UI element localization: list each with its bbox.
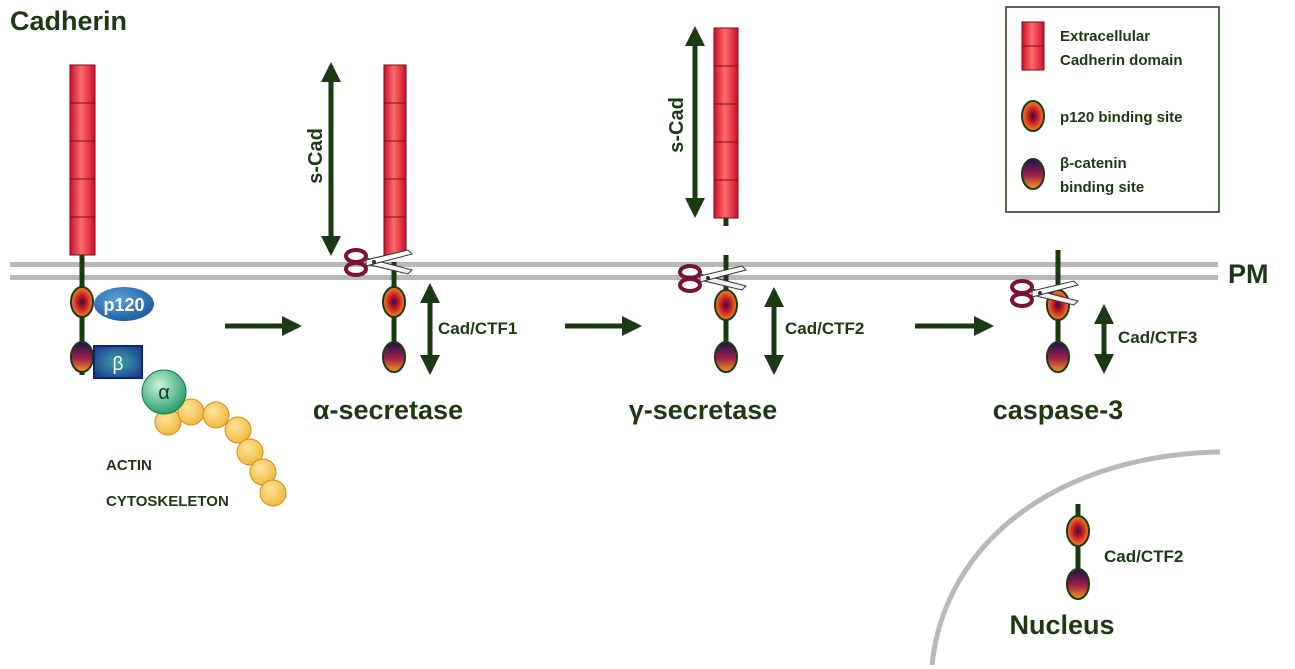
s-cad-label-1: s-Cad — [305, 128, 327, 184]
nucleus-label: Nucleus — [1009, 610, 1114, 640]
p120-binding-site — [70, 286, 94, 318]
p120-binding-site — [714, 289, 738, 321]
legend-domain-line2: Cadherin domain — [1060, 52, 1183, 69]
legend: Extracellular Cadherin domain p120 bindi… — [1005, 6, 1220, 213]
diagram-title: Cadherin — [10, 6, 127, 36]
legend-beta-line2: binding site — [1060, 179, 1144, 196]
legend-p120-swatch — [1021, 100, 1045, 132]
membrane-label: PM — [1228, 259, 1269, 289]
p120-protein: p120 — [94, 287, 154, 321]
beta-catenin-binding-site — [382, 341, 406, 373]
beta-catenin-binding-site — [714, 341, 738, 373]
legend-domain-swatch — [1021, 21, 1045, 71]
legend-p120-label: p120 binding site — [1060, 109, 1183, 126]
beta-catenin-binding-site — [1046, 341, 1070, 373]
actin-filament — [154, 398, 287, 507]
enzyme-caspase-3: caspase-3 — [993, 395, 1124, 425]
beta-catenin-binding-site — [70, 341, 94, 373]
p120-label: p120 — [103, 295, 144, 315]
beta-label: β — [113, 354, 124, 375]
actin-label-line2: CYTOSKELETON — [106, 493, 229, 510]
legend-domain-line1: Extracellular — [1060, 28, 1150, 45]
legend-beta-swatch — [1021, 158, 1045, 190]
nuclear-ctf2-fragment — [1066, 504, 1090, 600]
beta-catenin-binding-site — [1066, 568, 1090, 600]
nuclear-ctf2-label: Cad/CTF2 — [1104, 547, 1183, 566]
step-alpha-secretase — [321, 62, 440, 375]
ctf2-label: Cad/CTF2 — [785, 319, 864, 338]
extracellular-domain — [69, 64, 96, 256]
p120-binding-site — [382, 286, 406, 318]
legend-beta-line1: β-catenin — [1060, 155, 1127, 172]
alpha-label: α — [158, 382, 170, 404]
plasma-membrane — [10, 262, 1218, 280]
s-cad-label-2: s-Cad — [666, 97, 688, 153]
ctf3-label: Cad/CTF3 — [1118, 328, 1197, 347]
enzyme-alpha-secretase: α-secretase — [313, 395, 463, 425]
cadherin-full-length: p120 β α — [69, 64, 287, 507]
enzyme-gamma-secretase: γ-secretase — [629, 395, 778, 425]
scissors-icon — [1010, 279, 1080, 308]
beta-catenin-protein: β — [93, 345, 143, 379]
p120-binding-site — [1066, 515, 1090, 547]
step-caspase-3 — [1010, 250, 1114, 374]
nuclear-envelope — [929, 449, 1221, 666]
alpha-catenin-protein: α — [141, 369, 187, 415]
step-gamma-secretase — [678, 25, 784, 375]
actin-label-line1: ACTIN — [106, 457, 152, 474]
ctf1-label: Cad/CTF1 — [438, 319, 517, 338]
